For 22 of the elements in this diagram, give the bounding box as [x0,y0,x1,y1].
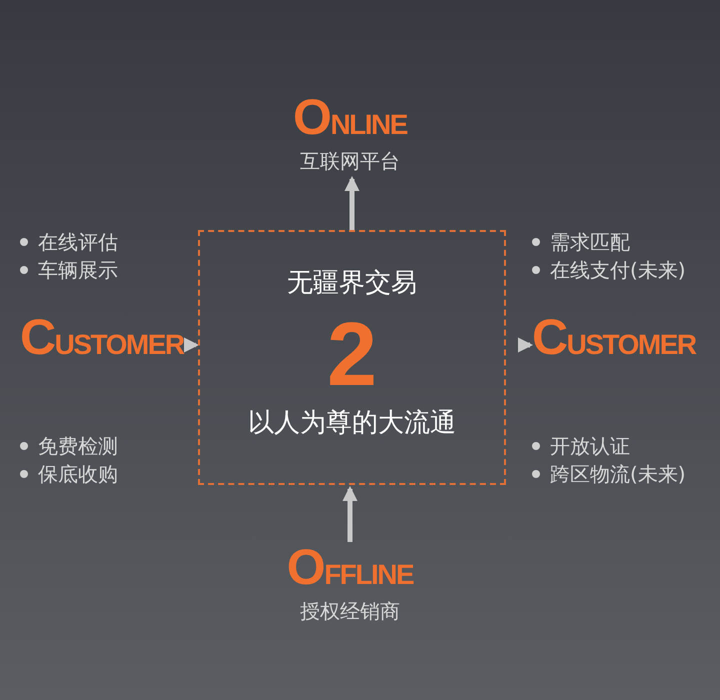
arrow [342,486,358,542]
title-text: ONLINE [293,92,407,142]
bullet-item: 保底收购 [38,461,118,488]
title-text: CUSTOMER [532,312,696,362]
arrow [184,338,199,352]
subtitle-text: 互联网平台 [300,148,400,175]
bullet-item: 需求匹配 [550,229,630,256]
title-text: OFFLINE [286,542,414,592]
step-number: 2 [326,310,378,400]
bullet-item: 跨区物流(未来) [550,461,686,488]
arrow [344,176,360,230]
bullet-item: 免费检测 [38,433,118,460]
bullet-item: 开放认证 [550,433,630,460]
subtitle-text: 授权经销商 [300,598,400,625]
bullet-item: 在线评估 [38,229,118,256]
arrow [518,338,533,352]
bullet-item: 车辆展示 [38,257,118,284]
title-text: CUSTOMER [20,312,184,362]
heading-text: 无疆界交易 [287,270,417,296]
dashed-frame [198,230,506,485]
bullet-item: 在线支付(未来) [550,257,686,284]
heading-text: 以人为尊的大流通 [248,410,456,436]
